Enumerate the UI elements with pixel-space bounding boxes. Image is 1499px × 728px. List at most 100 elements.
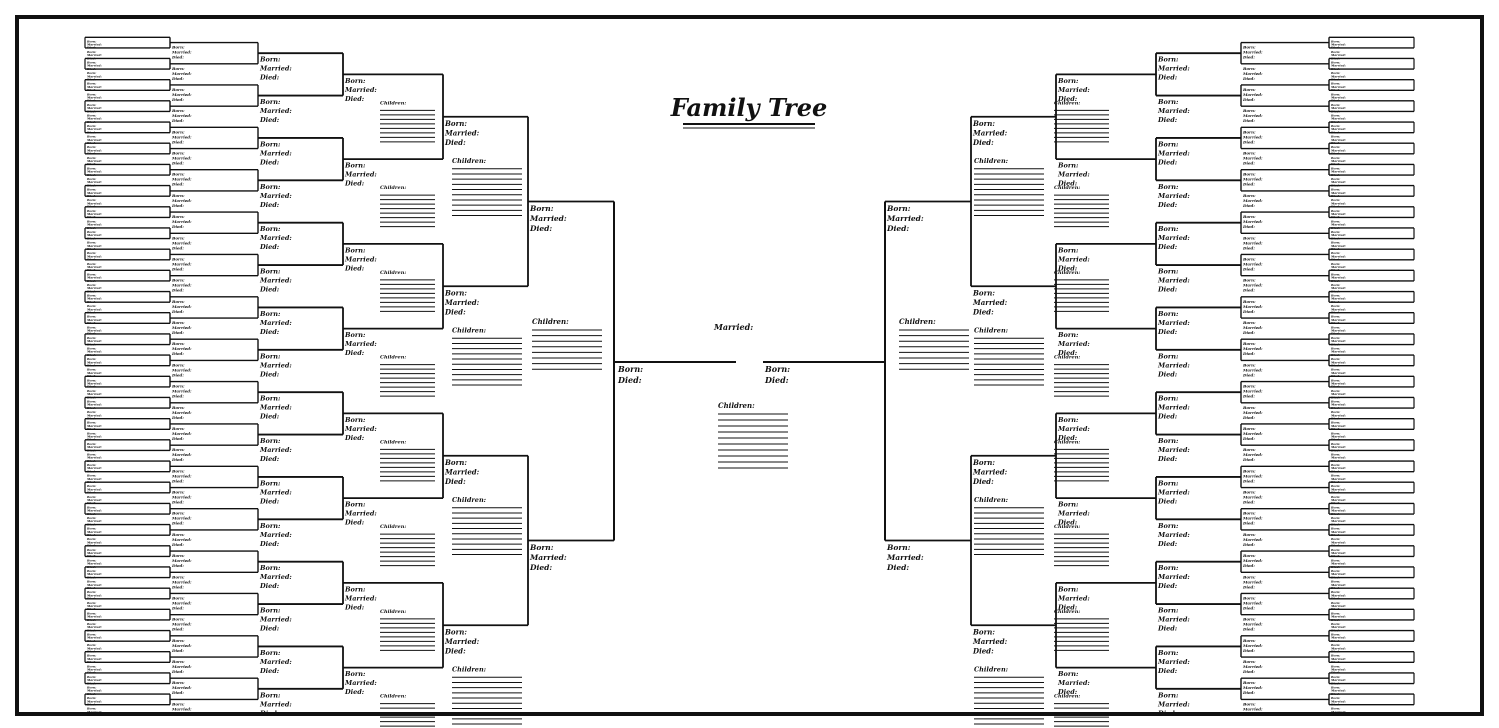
married-label: Married: <box>86 138 102 142</box>
born-label: Born: <box>86 495 96 499</box>
children-label: Children: <box>380 270 406 276</box>
died-label: Died: <box>1242 139 1255 144</box>
born-label: Born: <box>86 664 96 668</box>
married-label: Married: <box>171 219 192 224</box>
died-label: Died: <box>1242 500 1255 505</box>
married-label: Married: <box>86 551 102 555</box>
married-label: Married: <box>259 107 292 115</box>
born-label: Born: <box>1330 135 1340 139</box>
married-label: Married: <box>86 371 102 375</box>
born-label: Born: <box>86 39 96 43</box>
born-label: Born: <box>171 299 185 304</box>
died-label: Died: <box>344 95 365 103</box>
born-label: Born: <box>86 60 96 64</box>
died-label: Died: <box>171 478 184 483</box>
died-label: Died: <box>1157 667 1178 675</box>
married-label: Married: <box>529 214 567 223</box>
children-label: Children: <box>452 157 487 165</box>
born-label: Born: <box>1057 246 1079 254</box>
married-label: Married: <box>1242 219 1263 224</box>
married-label: Married: <box>1242 177 1263 182</box>
born-label: Born: <box>86 399 96 403</box>
died-label: Died: <box>344 349 365 357</box>
born-label: Born: <box>86 219 96 223</box>
died-label: Died: <box>972 477 994 486</box>
born-label: Born: <box>886 204 911 213</box>
married-label: Married: <box>259 404 292 412</box>
born-label: Born: <box>1330 378 1340 382</box>
born-label: Born: <box>1330 399 1340 403</box>
born-label: Born: <box>86 188 96 192</box>
married-label: Married: <box>171 283 192 288</box>
born-label: Born: <box>1242 151 1256 156</box>
married-label: Married: <box>86 593 102 597</box>
born-label: Born: <box>1330 654 1340 658</box>
married-label: Married: <box>86 392 102 396</box>
born-label: Born: <box>1330 664 1340 668</box>
subject-died-label: Died: <box>617 375 642 385</box>
born-label: Born: <box>1330 590 1340 594</box>
married-label: Married: <box>171 156 192 161</box>
married-label: Married: <box>1242 410 1263 415</box>
born-label: Born: <box>1330 241 1340 245</box>
died-label: Died: <box>171 690 184 695</box>
married-label: Married: <box>1057 679 1090 687</box>
born-label: Born: <box>1157 56 1179 64</box>
died-label: Died: <box>1157 243 1178 251</box>
married-label: Married: <box>171 304 192 309</box>
married-label: Married: <box>344 340 377 348</box>
born-label: Born: <box>171 490 185 495</box>
died-label: Died: <box>171 500 184 505</box>
died-label: Died: <box>171 139 184 144</box>
born-label: Born: <box>1242 193 1256 198</box>
born-label: Born: <box>1330 113 1340 117</box>
died-label: Died: <box>1157 158 1178 166</box>
married-label: Married: <box>1157 616 1190 624</box>
married-label: Married: <box>171 516 192 521</box>
born-label: Born: <box>1330 251 1340 255</box>
died-label: Died: <box>1242 478 1255 483</box>
married-label: Married: <box>171 622 192 627</box>
died-label: Died: <box>171 563 184 568</box>
married-label: Married: <box>86 403 102 407</box>
married-label: Married: <box>344 86 377 94</box>
died-label: Died: <box>171 584 184 589</box>
died-label: Died: <box>1242 118 1255 123</box>
born-label: Born: <box>972 288 995 297</box>
married-label: Married: <box>171 177 192 182</box>
born-label: Born: <box>1330 431 1340 435</box>
born-label: Born: <box>171 66 185 71</box>
born-label: Born: <box>1157 522 1179 530</box>
born-label: Born: <box>1330 707 1340 711</box>
married-label: Married: <box>1330 445 1346 449</box>
born-label: Born: <box>1330 474 1340 478</box>
married-label: Married: <box>86 689 102 693</box>
married-label: Married: <box>171 452 192 457</box>
born-label: Born: <box>259 352 281 360</box>
born-label: Born: <box>1057 416 1079 424</box>
children-label: Children: <box>1054 100 1080 106</box>
born-label: Born: <box>1330 643 1340 647</box>
born-label: Born: <box>1330 198 1340 202</box>
married-label: Married: <box>259 65 292 73</box>
born-label: Born: <box>171 553 185 558</box>
born-label: Born: <box>86 527 96 531</box>
born-label: Born: <box>1242 341 1256 346</box>
married-label: Married: <box>1157 488 1190 496</box>
children-label: Children: <box>974 665 1009 673</box>
married-label: Married: <box>1330 276 1346 280</box>
married-label: Married: <box>86 64 102 68</box>
died-label: Died: <box>259 286 280 294</box>
married-label: Married: <box>86 159 102 163</box>
born-label: Born: <box>1330 230 1340 234</box>
born-label: Born: <box>444 288 467 297</box>
born-label: Born: <box>1330 219 1340 223</box>
children-label: Children: <box>899 317 936 326</box>
children-label: Children: <box>1054 694 1080 700</box>
married-label: Married: <box>1242 71 1263 76</box>
died-label: Died: <box>171 55 184 60</box>
married-label: Married: <box>259 446 292 454</box>
married-label: Married: <box>86 646 102 650</box>
born-label: Born: <box>344 670 366 678</box>
died-label: Died: <box>1242 627 1255 632</box>
